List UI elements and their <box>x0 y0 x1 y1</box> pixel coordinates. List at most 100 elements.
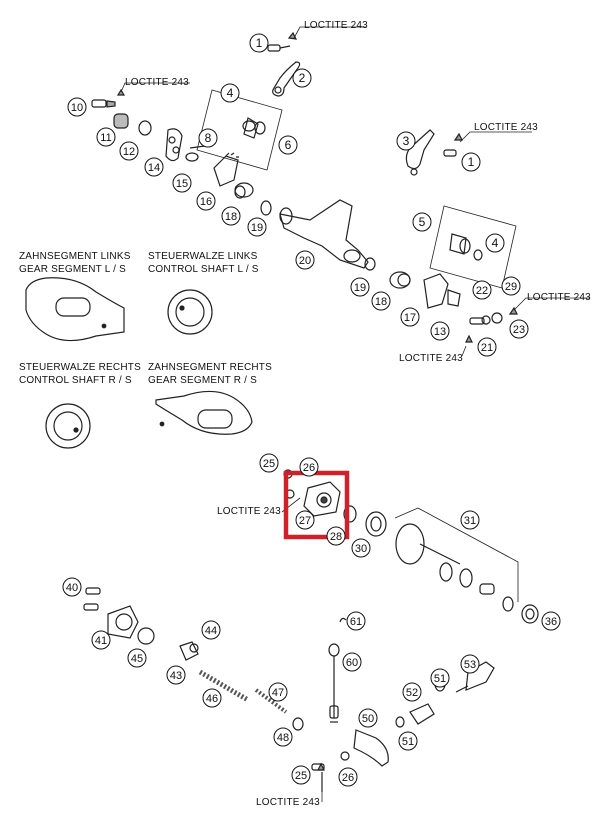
callout-53: 53 <box>460 654 480 674</box>
callout-45: 45 <box>127 648 147 668</box>
shaft-20 <box>279 199 369 269</box>
panel-title-en: GEAR SEGMENT L / S <box>19 264 126 275</box>
callout-circle <box>202 688 222 708</box>
callout-circle <box>338 767 358 787</box>
panel-title-de: STEUERWALZE RECHTS <box>19 362 141 373</box>
callout-46: 46 <box>202 688 222 708</box>
panel-title-en: GEAR SEGMENT R / S <box>148 375 257 386</box>
callout-23: 23 <box>509 319 529 339</box>
callout-21: 21 <box>477 337 497 357</box>
control-shaft-right-drawing <box>45 403 91 449</box>
callout-12: 12 <box>119 141 139 161</box>
callout-number: 52 <box>406 687 418 699</box>
callout-number: 36 <box>545 616 557 628</box>
panel-gear-segment-right-title: ZAHNSEGMENT RECHTS GEAR SEGMENT R / S <box>148 361 272 387</box>
callout-circle <box>326 526 346 546</box>
callout-number: 43 <box>170 670 182 682</box>
callout-circle <box>351 538 371 558</box>
callout-26: 26 <box>299 457 319 477</box>
callout-circle <box>278 135 298 155</box>
callout-number: 60 <box>346 657 358 669</box>
highlight-box <box>283 470 350 540</box>
gear-segment-right-drawing <box>155 390 253 435</box>
callout-circle <box>268 682 288 702</box>
callout-circle <box>166 665 186 685</box>
callout-number: 47 <box>272 687 284 699</box>
callout-number: 21 <box>481 342 493 354</box>
callout-circle <box>220 83 240 103</box>
callout-circle <box>291 765 311 785</box>
callout-30: 30 <box>351 538 371 558</box>
box-4-6 <box>196 89 283 171</box>
callout-25: 25 <box>291 765 311 785</box>
callout-31: 31 <box>460 510 480 530</box>
callout-number: 50 <box>362 713 374 725</box>
callout-number: 18 <box>375 296 387 308</box>
callout-circle <box>477 337 497 357</box>
callout-circle <box>472 280 492 300</box>
callout-circle <box>509 319 529 339</box>
callout-number: 46 <box>206 693 218 705</box>
bushing-18-19 <box>234 182 272 216</box>
callout-15: 15 <box>172 173 192 193</box>
lever-3 <box>405 129 435 176</box>
parts-50-53 <box>311 661 495 792</box>
callout-number: 12 <box>123 146 135 158</box>
panel-title-de: ZAHNSEGMENT LINKS <box>19 251 131 262</box>
callout-circle <box>400 307 420 327</box>
callout-circle <box>430 321 450 341</box>
callout-circle <box>371 291 391 311</box>
callout-number: 28 <box>330 531 342 543</box>
callout-circle <box>350 277 370 297</box>
callout-circle <box>430 668 450 688</box>
panel-title-en: CONTROL SHAFT R / S <box>19 375 132 386</box>
callout-44: 44 <box>201 620 221 640</box>
callout-number: 23 <box>513 324 525 336</box>
callout-number: 6 <box>285 138 292 152</box>
callout-19: 19 <box>247 217 267 237</box>
callout-number: 30 <box>355 543 367 555</box>
callout-circle <box>91 630 111 650</box>
callout-circle <box>127 648 147 668</box>
panel-title-en: CONTROL SHAFT L / S <box>148 264 259 275</box>
callout-circle <box>196 191 216 211</box>
callout-circle <box>402 682 422 702</box>
callout-18: 18 <box>371 291 391 311</box>
callout-1: 1 <box>461 152 481 172</box>
callout-number: 61 <box>350 616 362 628</box>
callout-number: 4 <box>492 236 499 250</box>
callout-40: 40 <box>62 577 82 597</box>
callout-circle <box>295 510 315 530</box>
callout-circle <box>460 654 480 674</box>
callout-51: 51 <box>398 731 418 751</box>
gear-segment-left-drawing <box>25 277 125 342</box>
loctite-label-7: LOCTITE 243 <box>256 797 320 808</box>
shift-linkage-60-61 <box>328 617 347 723</box>
callout-17: 17 <box>400 307 420 327</box>
callout-circle <box>358 708 378 728</box>
callout-number: 8 <box>205 131 212 145</box>
callout-52: 52 <box>402 682 422 702</box>
callout-number: 19 <box>251 222 263 234</box>
panel-control-shaft-right-title: STEUERWALZE RECHTS CONTROL SHAFT R / S <box>19 361 141 387</box>
callout-circle <box>485 233 505 253</box>
callout-50: 50 <box>358 708 378 728</box>
callout-circle <box>295 250 315 270</box>
parts-17-23 <box>364 257 518 343</box>
callout-number: 40 <box>66 582 78 594</box>
callout-circle <box>299 457 319 477</box>
callout-2: 2 <box>292 68 312 88</box>
callout-41: 41 <box>91 630 111 650</box>
callout-number: 48 <box>277 732 289 744</box>
callout-circle <box>398 731 418 751</box>
callout-number: 51 <box>402 736 414 748</box>
callout-16: 16 <box>196 191 216 211</box>
callout-6: 6 <box>278 135 298 155</box>
callout-10: 10 <box>67 97 87 117</box>
callout-number: 29 <box>505 281 517 293</box>
loctite-label-4: LOCTITE 243 <box>527 292 591 303</box>
callout-18: 18 <box>221 206 241 226</box>
callout-circle <box>144 157 164 177</box>
callout-28: 28 <box>326 526 346 546</box>
